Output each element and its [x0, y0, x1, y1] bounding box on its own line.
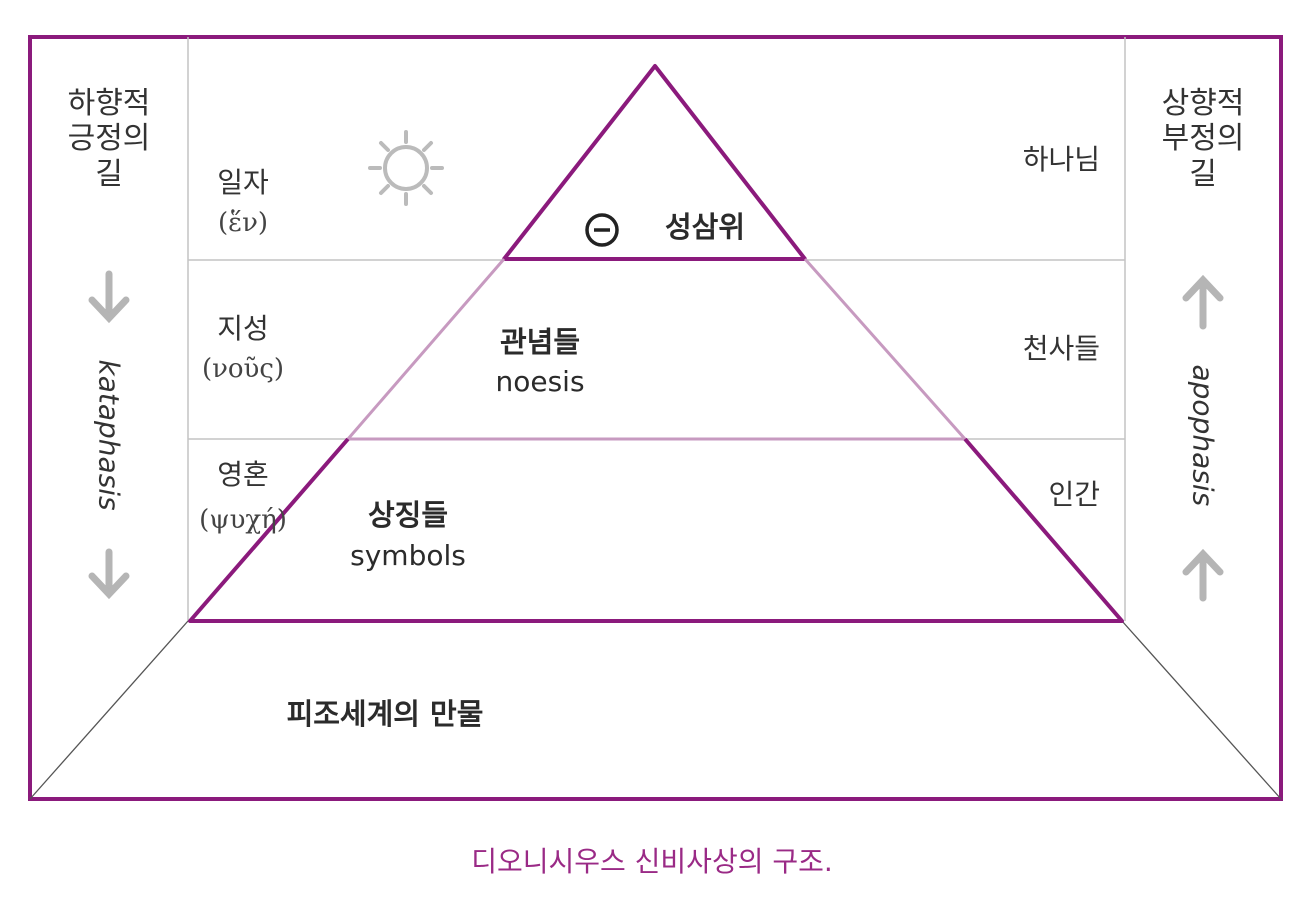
faculty-intellect: 지성: [217, 312, 269, 345]
outer-frame: [28, 35, 1283, 801]
right-title-line-3: 길: [1189, 156, 1217, 192]
entity-angels: 천사들: [1022, 332, 1100, 365]
kataphasis-label: kataphasis: [92, 359, 126, 511]
arrow-up-icon: [1182, 548, 1224, 602]
faculty-soul-greek: (ψυχή): [199, 505, 287, 535]
circled-minus-icon: [585, 213, 619, 247]
base-label: 피조세계의 만물: [286, 697, 484, 731]
pyramid-bottom-band: [188, 437, 1124, 623]
entity-human: 인간: [1048, 478, 1100, 511]
pyramid-middle-right-edge: [803, 258, 967, 440]
arrow-down-icon: [88, 548, 130, 600]
arrow-down-icon: [88, 270, 130, 324]
tier-ideas-english: noesis: [495, 365, 585, 398]
faculty-intellect-greek: (νοῦς): [201, 354, 285, 384]
pyramid-middle-left-edge: [346, 258, 506, 440]
left-title-line-3: 길: [95, 156, 123, 192]
figure-caption: 디오니시우스 신비사상의 구조.: [471, 845, 833, 878]
right-title-line-1: 상향적: [1161, 86, 1245, 121]
left-title-line-1: 하향적: [67, 86, 151, 121]
tier-trinity-label: 성삼위: [664, 210, 746, 244]
faculty-soul: 영혼: [217, 458, 269, 491]
right-column-title: 상향적 부정의 길: [1143, 86, 1263, 192]
tier-symbols-english: symbols: [350, 539, 466, 572]
faculty-one: 일자: [217, 166, 269, 199]
apophasis-label: apophasis: [1186, 364, 1220, 507]
tier-symbols-label: 상징들: [367, 498, 449, 532]
right-title-line-2: 부정의: [1161, 121, 1245, 157]
sun-icon: [368, 130, 444, 206]
tier-ideas-label: 관념들: [499, 325, 581, 359]
left-column-title: 하향적 긍정의 길: [50, 86, 168, 192]
faculty-one-greek: (ἕν): [217, 208, 269, 238]
entity-god: 하나님: [1022, 143, 1100, 176]
pyramid-top-triangle: [502, 64, 807, 261]
left-title-line-2: 긍정의: [67, 121, 151, 157]
base-right-slope: [1121, 620, 1282, 800]
arrow-up-icon: [1182, 274, 1224, 330]
base-left-slope: [29, 620, 189, 800]
